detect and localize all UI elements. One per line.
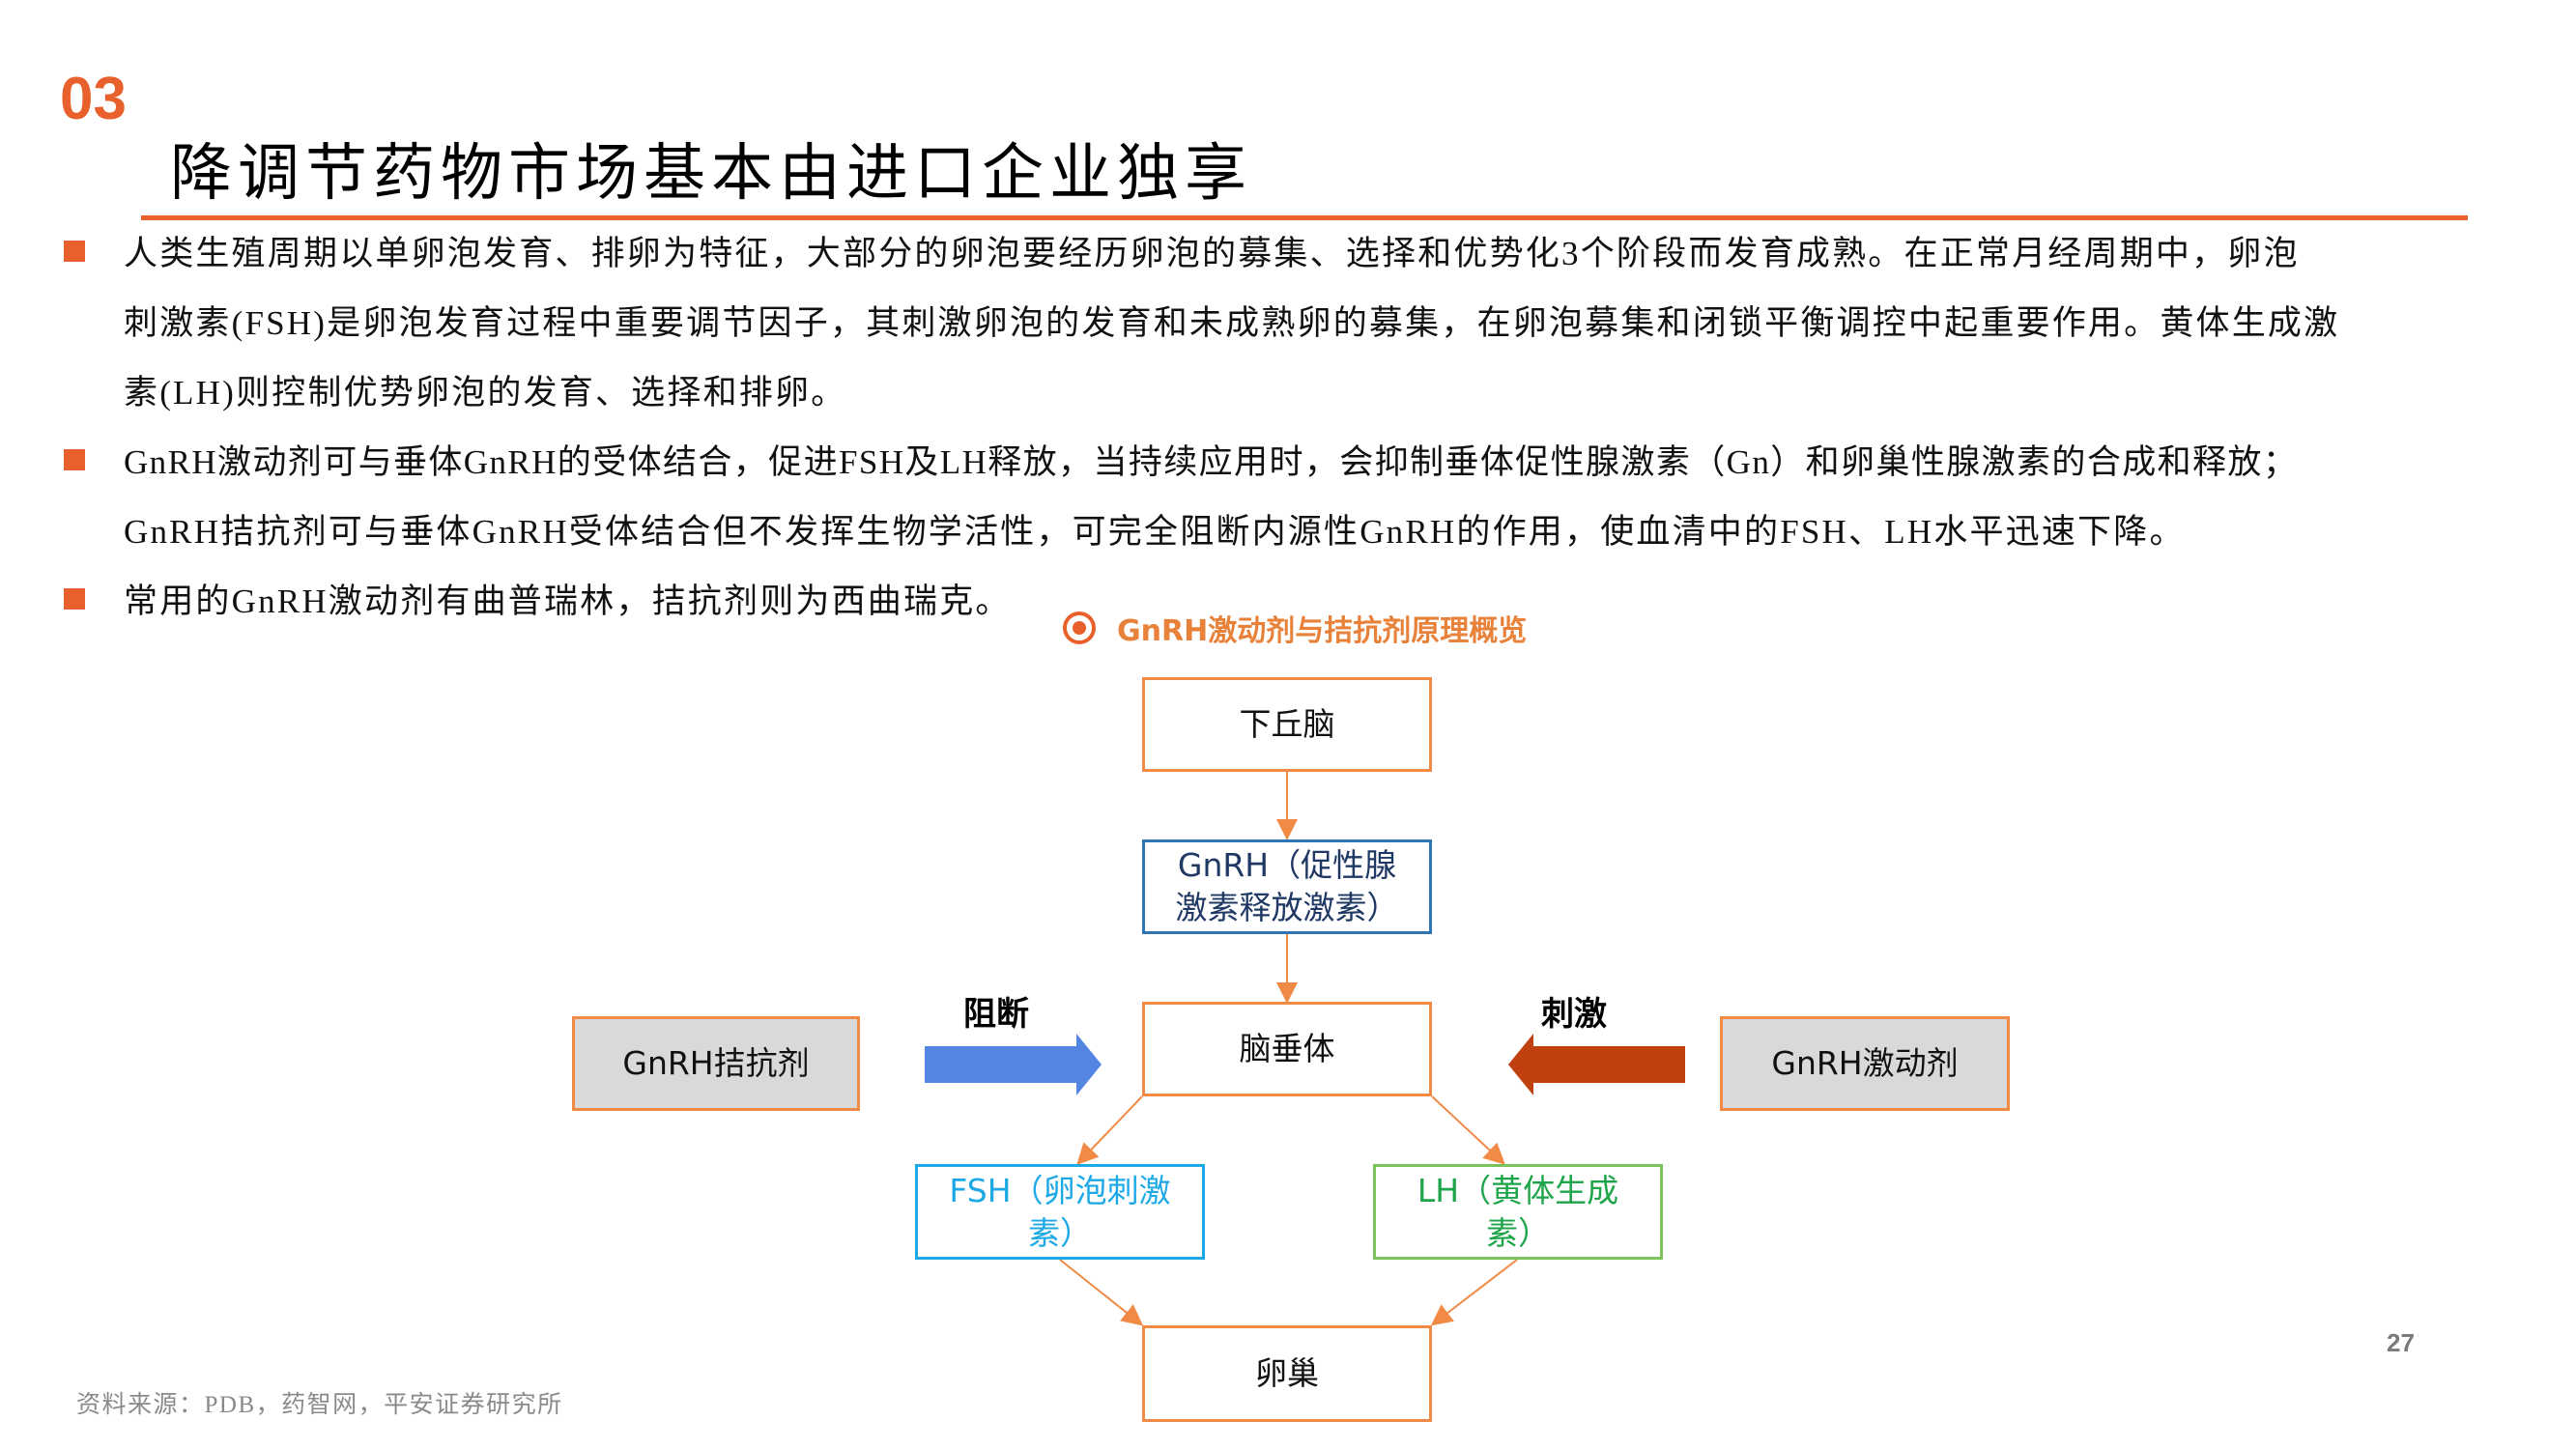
node-gnrh-line1: GnRH（促性腺 bbox=[1177, 846, 1397, 884]
bullet-square-icon bbox=[64, 588, 85, 610]
node-fsh: FSH（卵泡刺激 素） bbox=[915, 1164, 1205, 1260]
figure-caption: GnRH激动剂与拮抗剂原理概览 bbox=[1063, 607, 1527, 649]
block-label: 阻断 bbox=[963, 995, 1029, 1034]
stimulate-label: 刺激 bbox=[1541, 995, 1607, 1034]
page-number: 27 bbox=[2387, 1328, 2415, 1357]
bullet-item: GnRH激动剂可与垂体GnRH的受体结合，促进FSH及LH释放，当持续应用时，会… bbox=[64, 428, 2499, 567]
bullet-line: 人类生殖周期以单卵泡发育、排卵为特征，大部分的卵泡要经历卵泡的募集、选择和优势化… bbox=[124, 235, 2300, 272]
bullet-line: 刺激素(FSH)是卵泡发育过程中重要调节因子，其刺激卵泡的发育和未成熟卵的募集，… bbox=[124, 304, 2340, 342]
node-hypothalamus: 下丘脑 bbox=[1142, 677, 1432, 772]
page-title: 降调节药物市场基本由进口企业独享 bbox=[170, 138, 1252, 210]
section-number: 03 bbox=[60, 66, 127, 132]
figure-caption-text: GnRH激动剂与拮抗剂原理概览 bbox=[1117, 614, 1528, 648]
node-lh: LH（黄体生成 素） bbox=[1373, 1164, 1663, 1260]
node-fsh-line1: FSH（卵泡刺激 bbox=[949, 1171, 1171, 1209]
source-note: 资料来源：PDB，药智网，平安证券研究所 bbox=[76, 1392, 563, 1418]
node-agonist-label: GnRH激动剂 bbox=[1771, 1044, 1959, 1082]
bullet-line: 素(LH)则控制优势卵泡的发育、选择和排卵。 bbox=[124, 374, 847, 412]
node-lh-line2: 素） bbox=[1486, 1213, 1550, 1252]
node-ovary-label: 卵巢 bbox=[1255, 1354, 1319, 1392]
bullet-line: GnRH拮抗剂可与垂体GnRH受体结合但不发挥生物学活性，可完全阻断内源性GnR… bbox=[124, 513, 2186, 551]
node-antagonist-label: GnRH拮抗剂 bbox=[622, 1044, 810, 1082]
stimulate-arrow-icon bbox=[1508, 1034, 1685, 1095]
node-fsh-line2: 素） bbox=[1028, 1213, 1092, 1252]
node-hypothalamus-label: 下丘脑 bbox=[1239, 705, 1335, 743]
node-gnrh: GnRH（促性腺 激素释放激素） bbox=[1142, 839, 1432, 934]
bullet-list: 人类生殖周期以单卵泡发育、排卵为特征，大部分的卵泡要经历卵泡的募集、选择和优势化… bbox=[64, 219, 2499, 637]
node-gnrh-line2: 激素释放激素） bbox=[1175, 889, 1399, 926]
target-circle-icon bbox=[1063, 611, 1096, 644]
bullet-line: GnRH激动剂可与垂体GnRH的受体结合，促进FSH及LH释放，当持续应用时，会… bbox=[124, 443, 2299, 481]
bullet-square-icon bbox=[64, 449, 85, 470]
node-pituitary-label: 脑垂体 bbox=[1239, 1030, 1335, 1067]
node-pituitary: 脑垂体 bbox=[1142, 1002, 1432, 1096]
bullet-line: 常用的GnRH激动剂有曲普瑞林，拮抗剂则为西曲瑞克。 bbox=[124, 582, 1012, 620]
node-agonist: GnRH激动剂 bbox=[1720, 1016, 2010, 1111]
title-underline-divider bbox=[141, 215, 2468, 220]
bullet-item: 常用的GnRH激动剂有曲普瑞林，拮抗剂则为西曲瑞克。 bbox=[64, 567, 2499, 637]
bullet-item: 人类生殖周期以单卵泡发育、排卵为特征，大部分的卵泡要经历卵泡的募集、选择和优势化… bbox=[64, 219, 2499, 428]
block-arrow-icon bbox=[925, 1034, 1102, 1095]
node-ovary: 卵巢 bbox=[1142, 1325, 1432, 1422]
node-lh-line1: LH（黄体生成 bbox=[1417, 1171, 1619, 1209]
node-antagonist: GnRH拮抗剂 bbox=[572, 1016, 860, 1111]
bullet-square-icon bbox=[64, 241, 85, 262]
